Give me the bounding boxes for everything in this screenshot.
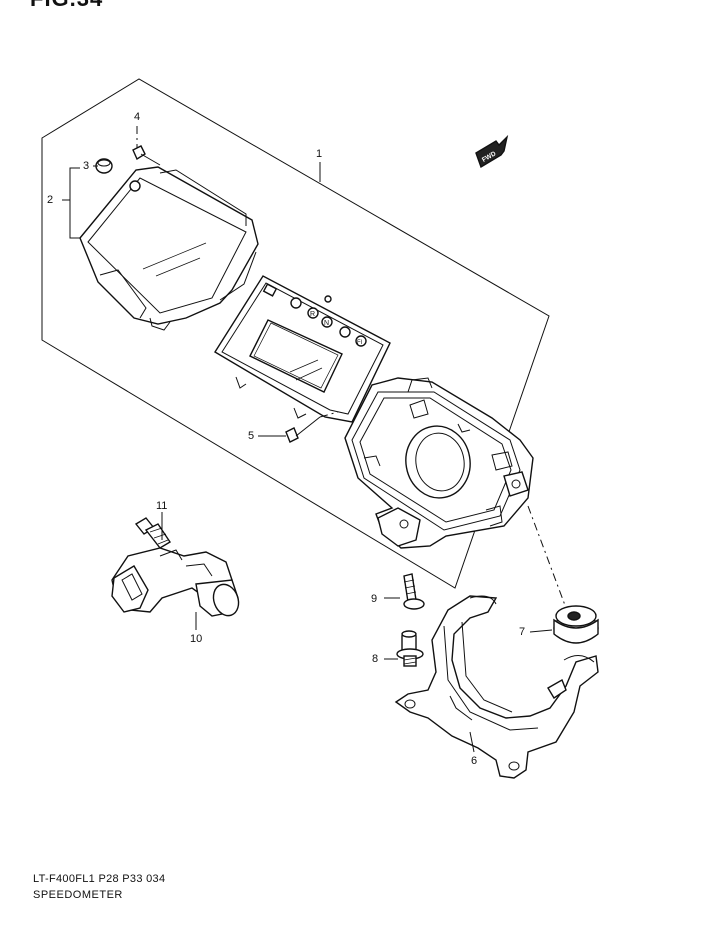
- mount-rubber: [553, 605, 599, 644]
- cover-screw: [132, 126, 161, 166]
- callout-4: 4: [134, 111, 141, 123]
- speed-sensor: [111, 547, 240, 630]
- indicator-lamps: R N FI: [290, 297, 367, 347]
- sensor-bolt: [134, 512, 171, 549]
- callout-7: 7: [519, 626, 526, 638]
- leader-lines: [62, 162, 553, 753]
- callout-2: 2: [47, 194, 54, 206]
- flange-bolt: [384, 630, 424, 667]
- callout-3: 3: [83, 160, 90, 172]
- indicator-fi: FI: [357, 340, 363, 346]
- fwd-arrow-icon: FWD: [475, 134, 509, 169]
- callout-10: 10: [190, 633, 203, 645]
- section-name: SPEEDOMETER: [33, 889, 123, 901]
- board-screw: [285, 411, 339, 443]
- callout-11: 11: [156, 500, 168, 512]
- indicator-n: N: [324, 320, 329, 327]
- figure-title: FIG.34: [30, 0, 103, 12]
- callout-9: 9: [371, 593, 378, 605]
- meter-housing: [344, 377, 534, 549]
- mounting-bracket: [394, 595, 599, 779]
- callout-8: 8: [372, 653, 379, 665]
- grommet: [95, 158, 113, 174]
- callout-6: 6: [471, 755, 478, 767]
- callout-1: 1: [316, 148, 323, 160]
- lcd-display-unit: R N FI: [214, 275, 391, 423]
- model-code: LT-F400FL1 P28 P33 034: [33, 873, 166, 885]
- meter-cover: [79, 166, 259, 331]
- indicator-r: R: [310, 311, 315, 318]
- callout-5: 5: [248, 430, 255, 442]
- tapping-screw: [384, 573, 425, 610]
